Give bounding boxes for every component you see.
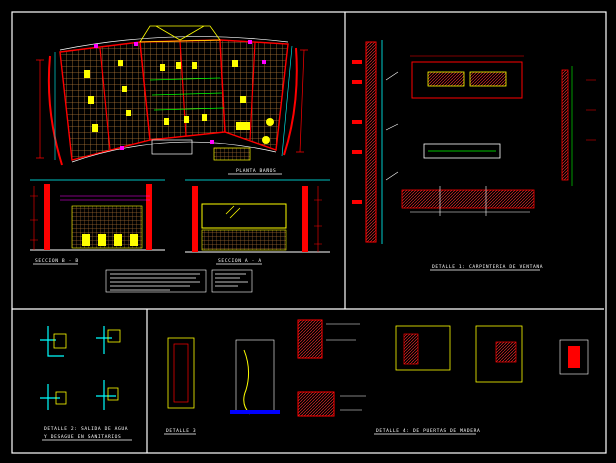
detail-1-jamb [561,69,569,181]
detail-2-title-line1: DETALLE 2: SALIDA DE AGUA [44,426,128,432]
detail-1-glass-a [427,71,465,87]
detail-4-door-head-core [403,333,419,365]
detail-1-glass-b [469,71,507,87]
detail-2: DETALLE 2: SALIDA DE AGUA Y DESAGUE EN S… [40,326,132,441]
detail-1-jamb-dims [586,79,596,141]
section-aa: SECCION A - A [185,179,330,265]
detail-1-sill [401,189,535,209]
section-aa-counter [201,229,287,251]
section-bb-right-wall [146,184,152,250]
section-bb-title: SECCION B - B [35,258,79,264]
detail-4-jamb-bottom [297,391,335,417]
plan-outer-wall-left [47,55,63,166]
section-aa-dims [314,186,322,252]
detail-1-rail [423,143,501,159]
detail-1-frame-top [411,61,523,99]
detail-3-frame-a-inner [173,343,189,403]
plan-entrance [151,139,193,155]
detail-3-wave [243,349,251,415]
plan-partition [99,47,111,151]
plan-cabins [149,77,225,111]
detail-1-title: DETALLE 1: CARPINTERIA DE VENTANA [432,264,543,270]
section-bb-dims [30,186,38,250]
plan-outer-wall-right [283,47,298,156]
detail-4-jamb-dims [326,323,366,411]
plan-top-curve [59,36,289,51]
detail-2-fixture-a [53,333,67,349]
detail-1-sill-frame [410,186,530,216]
detail-1-callouts [352,60,362,204]
notes-block-2 [211,269,253,293]
section-bb-beam [60,195,150,201]
detail-3: DETALLE 3 [164,337,280,435]
plan-roof-structure [139,25,221,43]
plan-fixtures [84,60,250,132]
detail-2-pipe-d [96,380,116,410]
detail-1: DETALLE 1: CARPINTERIA DE VENTANA [352,40,596,271]
section-bb-left-wall [44,184,50,250]
section-aa-mirror [201,203,287,229]
detail-4-jamb-top [297,319,323,359]
detail-2-fixture-b [107,329,121,343]
detail-2-pipe-c [40,384,60,410]
section-bb: SECCION B - B [30,179,165,265]
detail-3-base [230,410,280,414]
plan-markers [94,40,266,150]
plan-dimensions [36,49,308,159]
detail-4-title: DETALLE 4: DE PUERTAS DE MADERA [376,428,480,434]
notes-block [105,269,207,293]
detail-2-fixture-c [55,391,67,405]
section-bb-fixtures [82,234,138,246]
plan-entrance-slab [213,147,251,161]
detail-3-frame-a [167,337,195,409]
detail-3-title: DETALLE 3 [166,428,196,434]
detail-2-title-line2: Y DESAGUE EN SANITARIOS [44,434,121,440]
detail-1-leaders [385,71,399,181]
plan-banos: PLANTA BAÑOS [36,25,308,175]
detail-4-hinge [559,339,589,375]
detail-1-mullion [365,41,377,243]
plan-fixture-round [266,118,274,126]
detail-2-fixture-d [107,387,119,401]
detail-4-door-head [395,325,451,371]
plan-axis [281,45,293,157]
detail-4-leaf [475,325,523,383]
section-aa-title: SECCION A - A [218,258,262,264]
plan-partition [249,41,256,141]
plan-fixture-round [262,136,270,144]
detail-4-hinge-core [568,346,580,368]
detail-4: DETALLE 4: DE PUERTAS DE MADERA [297,319,589,435]
plan-title: PLANTA BAÑOS [236,167,276,174]
section-aa-left-wall [192,186,198,252]
plan-bottom-curve [71,141,277,163]
detail-2-pipe-b [96,326,112,354]
detail-4-leaf-core [495,341,517,363]
detail-2-pipe-a [40,326,64,357]
sheet-frame [11,11,607,454]
section-aa-right-wall [302,186,308,252]
section-aa-mirror-glare [225,205,241,219]
